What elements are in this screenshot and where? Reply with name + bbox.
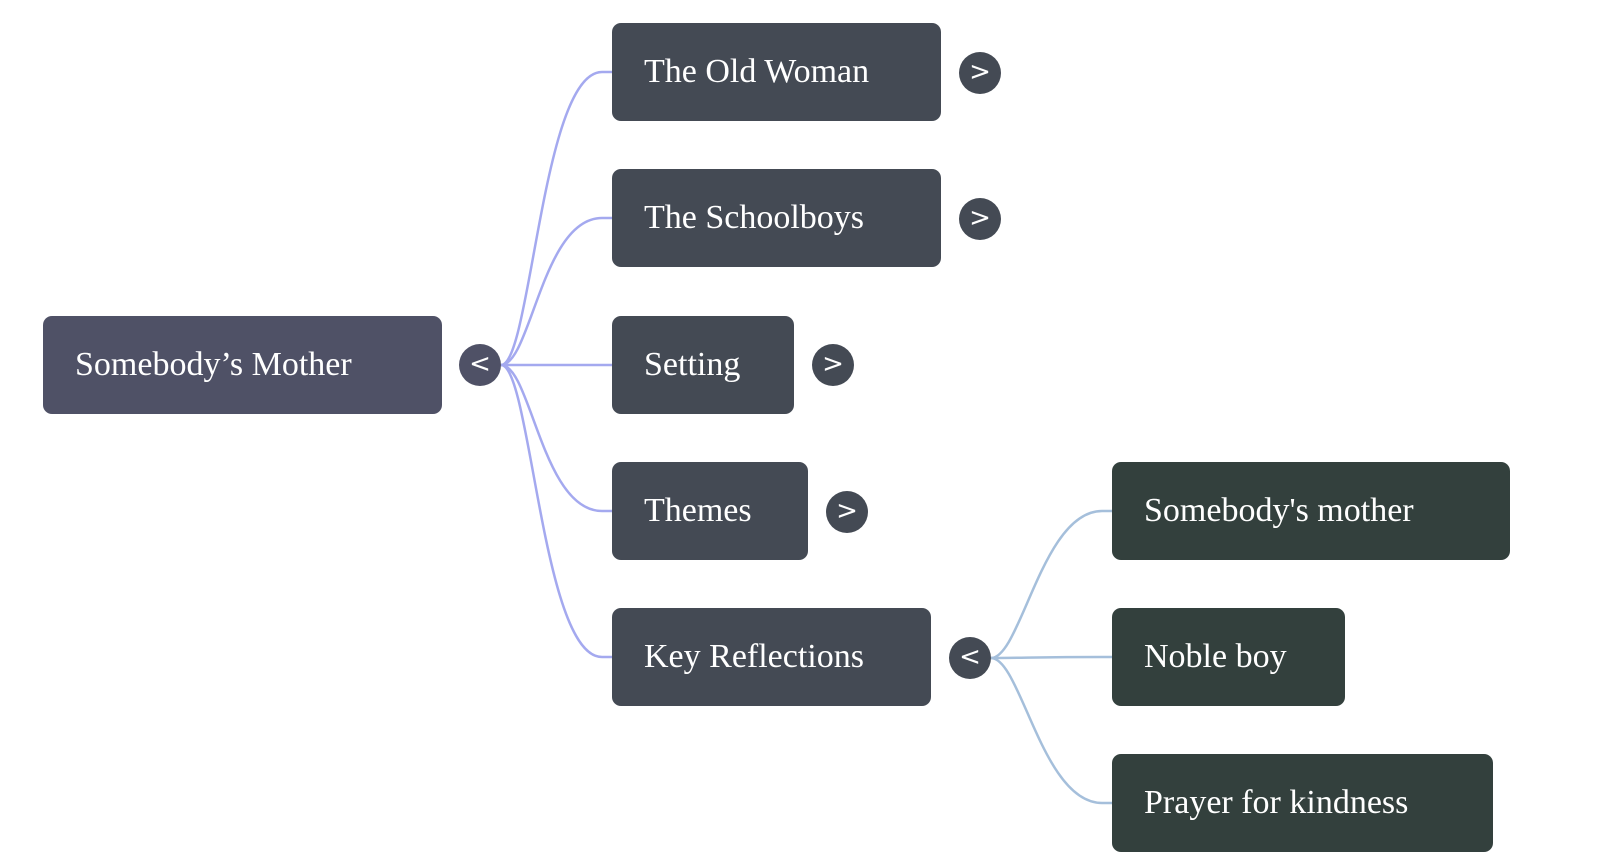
root-link-1 [500, 216, 612, 367]
branch-node-key-reflections[interactable]: Key Reflections [612, 608, 931, 706]
collapse-key-reflections-toggle[interactable]: < [949, 637, 991, 679]
branch-node-schoolboys[interactable]: The Schoolboys [612, 169, 941, 267]
leaf-label: Noble boy [1144, 638, 1287, 675]
root-link-3 [500, 363, 612, 513]
leaf-node-noble-boy[interactable]: Noble boy [1112, 608, 1345, 706]
expand-schoolboys-toggle[interactable]: > [959, 198, 1001, 240]
branch-label: Themes [644, 492, 752, 529]
leaf-label: Prayer for kindness [1144, 784, 1409, 821]
root-node-label: Somebody’s Mother [75, 346, 352, 383]
chevron-right-icon: > [969, 203, 991, 233]
branch-node-old-woman[interactable]: The Old Woman [612, 23, 941, 121]
expand-old-woman-toggle[interactable]: > [959, 52, 1001, 94]
branch-label: Setting [644, 346, 741, 383]
branch-node-themes[interactable]: Themes [612, 462, 808, 560]
branch-label: The Schoolboys [644, 199, 865, 236]
key-reflections-link-1 [990, 655, 1112, 660]
root-node[interactable]: Somebody’s Mother [43, 316, 442, 414]
expand-themes-toggle[interactable]: > [826, 491, 868, 533]
expand-setting-toggle[interactable]: > [812, 344, 854, 386]
collapse-root-toggle[interactable]: < [459, 344, 501, 386]
leaf-node-somebodys-mother[interactable]: Somebody's mother [1112, 462, 1510, 560]
chevron-right-icon: > [822, 349, 844, 379]
chevron-left-icon: < [469, 349, 491, 379]
branch-label: Key Reflections [644, 638, 864, 675]
key-reflections-link-0 [990, 509, 1112, 660]
root-link-4 [500, 363, 612, 659]
chevron-right-icon: > [969, 57, 991, 87]
branch-node-setting[interactable]: Setting [612, 316, 794, 414]
leaf-node-prayer-for-kindness[interactable]: Prayer for kindness [1112, 754, 1493, 852]
chevron-right-icon: > [836, 496, 858, 526]
leaf-label: Somebody's mother [1144, 492, 1414, 529]
branch-label: The Old Woman [644, 53, 870, 90]
root-link-0 [500, 70, 612, 367]
key-reflections-link-2 [990, 656, 1112, 805]
chevron-left-icon: < [959, 642, 981, 672]
